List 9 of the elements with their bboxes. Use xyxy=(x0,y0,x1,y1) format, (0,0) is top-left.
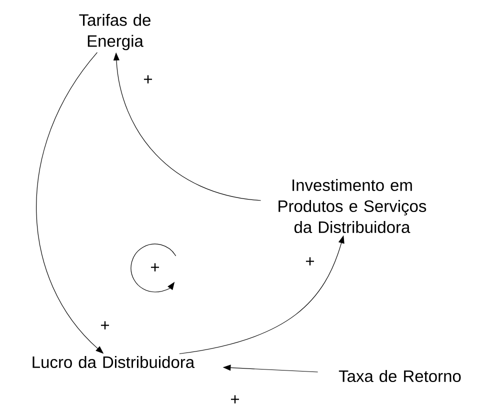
variable-label: Lucro da Distribuidora xyxy=(32,356,195,368)
polarity-sign: + xyxy=(306,257,314,266)
polarity-sign: + xyxy=(150,263,159,272)
variable-label: Taxa de Retorno xyxy=(338,370,461,382)
polarity-sign: + xyxy=(230,395,239,404)
variable-label: Tarifas de Energia xyxy=(79,14,150,50)
variable-label: Investimento em Produtos e Serviços da Distribuidora xyxy=(278,178,426,234)
polarity-sign: + xyxy=(100,321,109,330)
polarity-sign: + xyxy=(144,75,152,84)
